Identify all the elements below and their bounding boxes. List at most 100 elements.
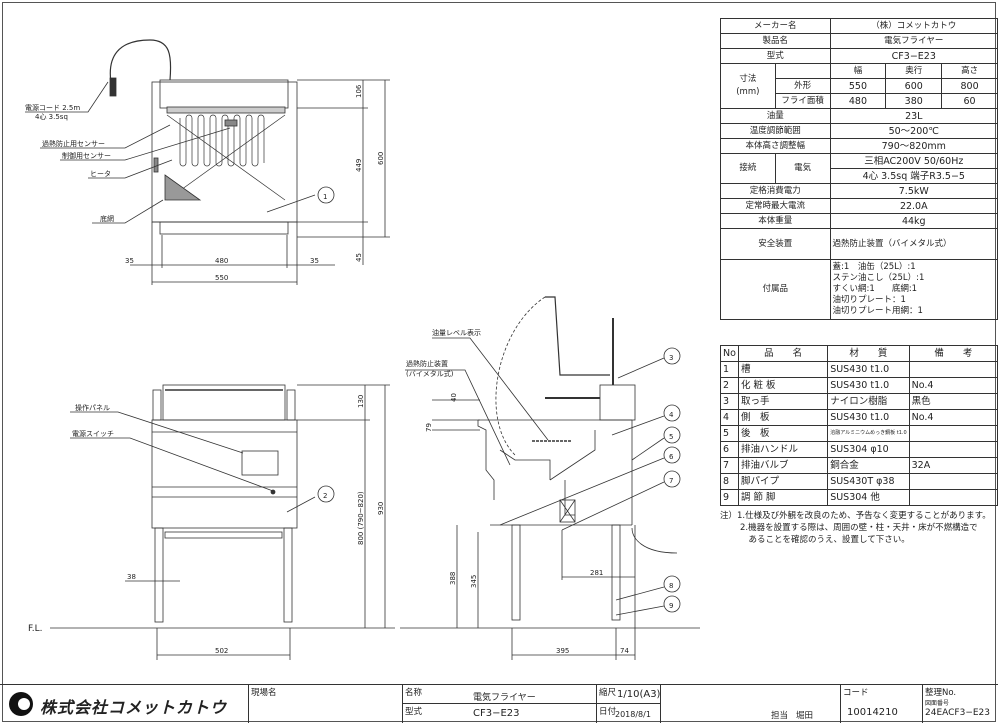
- part-name: 側 板: [737, 409, 829, 426]
- fry-width: 480: [829, 93, 887, 109]
- overheat-device-label: 過熱防止装置: [406, 359, 448, 368]
- oil-value: 23L: [829, 108, 999, 124]
- accessory-item: 油切りプレート用網：1: [832, 306, 923, 316]
- part-no: 7: [720, 457, 739, 474]
- power-value: 7.5kW: [829, 183, 999, 199]
- dim-550: 550: [215, 274, 228, 282]
- dim-40: 40: [450, 393, 458, 402]
- temp-value: 50〜200℃: [829, 123, 999, 139]
- oil-label: 油量: [720, 108, 831, 124]
- model-label: 型式: [405, 707, 423, 717]
- weight-value: 44kg: [829, 213, 999, 229]
- part-name: 排油バルブ: [737, 457, 829, 474]
- elec-value-2: 4心 3.5sq 端子R3.5−5: [829, 168, 999, 184]
- dim-388: 388: [449, 572, 457, 585]
- model-value: CF3−E23: [473, 708, 520, 719]
- part-no: 1: [720, 361, 739, 378]
- date-value: 2018/8/1: [615, 710, 651, 719]
- accessory-item: ステン油こし（25L）:1: [832, 273, 925, 283]
- power-switch-label: 電源スイッチ: [72, 429, 114, 438]
- overheat-device-type: (バイメタル式): [406, 369, 454, 378]
- height-adj-label: 本体高さ調整幅: [720, 138, 831, 154]
- dim-45: 45: [355, 253, 363, 262]
- part-remark: [908, 425, 999, 442]
- part-no: 3: [720, 393, 739, 410]
- side-view: [400, 296, 700, 660]
- dims-unit: (mm): [736, 87, 760, 97]
- temp-label: 温度調節範囲: [720, 123, 831, 139]
- part-name: 排油ハンドル: [737, 441, 829, 458]
- dim-35-left: 35: [125, 257, 134, 265]
- site-cell: 現場名: [248, 685, 402, 723]
- code-label: コード: [843, 688, 869, 698]
- outer-depth: 600: [885, 78, 943, 94]
- part-name: 脚パイプ: [737, 473, 829, 490]
- power-label: 定格消費電力: [720, 183, 831, 199]
- accessory-item: すくい網:1 底網:1: [832, 284, 918, 294]
- outer-width: 550: [829, 78, 887, 94]
- accessories-label: 付属品: [720, 259, 831, 320]
- maker-value: （株）コメットカトウ: [829, 18, 999, 34]
- part-remark: No.4: [908, 377, 999, 394]
- balloon-6-label: 6: [669, 453, 674, 461]
- dim-281: 281: [590, 569, 603, 577]
- dim-480: 480: [215, 257, 228, 265]
- balloon-4-label: 4: [669, 411, 674, 419]
- safety-value: 過熱防止装置（バイメタル式）: [829, 228, 999, 260]
- part-material: ナイロン樹脂: [827, 393, 910, 410]
- part-material: SUS430 t1.0: [827, 409, 910, 426]
- part-no: 6: [720, 441, 739, 458]
- balloon-6: [663, 446, 681, 464]
- balloon-8-label: 8: [669, 582, 673, 590]
- parts-header-name: 品 名: [737, 345, 829, 362]
- dim-449: 449: [355, 159, 363, 172]
- part-no: 8: [720, 473, 739, 490]
- balloon-7-label: 7: [669, 477, 673, 485]
- control-panel: [241, 450, 279, 476]
- part-material: SUS304 他: [827, 489, 910, 506]
- name-value: 電気フライヤー: [473, 693, 536, 703]
- bottom-net-label: 底網: [100, 214, 114, 223]
- part-name: 化 粧 板: [737, 377, 829, 394]
- dims-col-width: 幅: [829, 63, 887, 79]
- code-value: 10014210: [847, 707, 898, 718]
- balloon-3: [663, 347, 681, 365]
- dims-label-text: 寸法: [739, 74, 757, 84]
- note-line: 2.機器を設置する際は、周囲の壁・柱・天井・床が不燃構造で: [740, 523, 978, 533]
- balloon-1: [317, 186, 335, 204]
- fry-depth: 380: [885, 93, 943, 109]
- model-label: 型式: [720, 48, 831, 64]
- dim-106: 106: [355, 84, 363, 98]
- accessories-list: 蓋:1 油缶（25L）:1 ステン油こし（25L）:1 すくい網:1 底網:1 …: [829, 259, 999, 320]
- cord-label: 電源コード 2.5m: [25, 103, 80, 112]
- part-material: SUS430 t1.0: [827, 377, 910, 394]
- dim-395: 395: [556, 647, 569, 655]
- part-material: 溶融アルミニウムめっき鋼板 t1.0: [827, 425, 910, 442]
- dim-79: 79: [425, 423, 433, 432]
- code-cell: コード 10014210: [840, 685, 922, 723]
- part-name: 調 節 脚: [737, 489, 829, 506]
- dim-600: 600: [377, 152, 385, 165]
- dim-345: 345: [470, 575, 478, 588]
- person-cell: 担当 堀田: [660, 685, 840, 723]
- part-material: 銅合金: [827, 457, 910, 474]
- balloon-9-label: 9: [669, 602, 673, 610]
- outer-height: 800: [941, 78, 998, 94]
- part-remark: 32A: [908, 457, 999, 474]
- balloon-4: [663, 404, 681, 422]
- overheat-sensor-label: 過熱防止用センサー: [42, 139, 105, 148]
- part-name: 後 板: [737, 425, 829, 442]
- dim-930: 930: [377, 502, 385, 515]
- oil-level-label: 油量レベル表示: [432, 328, 481, 337]
- top-view: [25, 39, 390, 285]
